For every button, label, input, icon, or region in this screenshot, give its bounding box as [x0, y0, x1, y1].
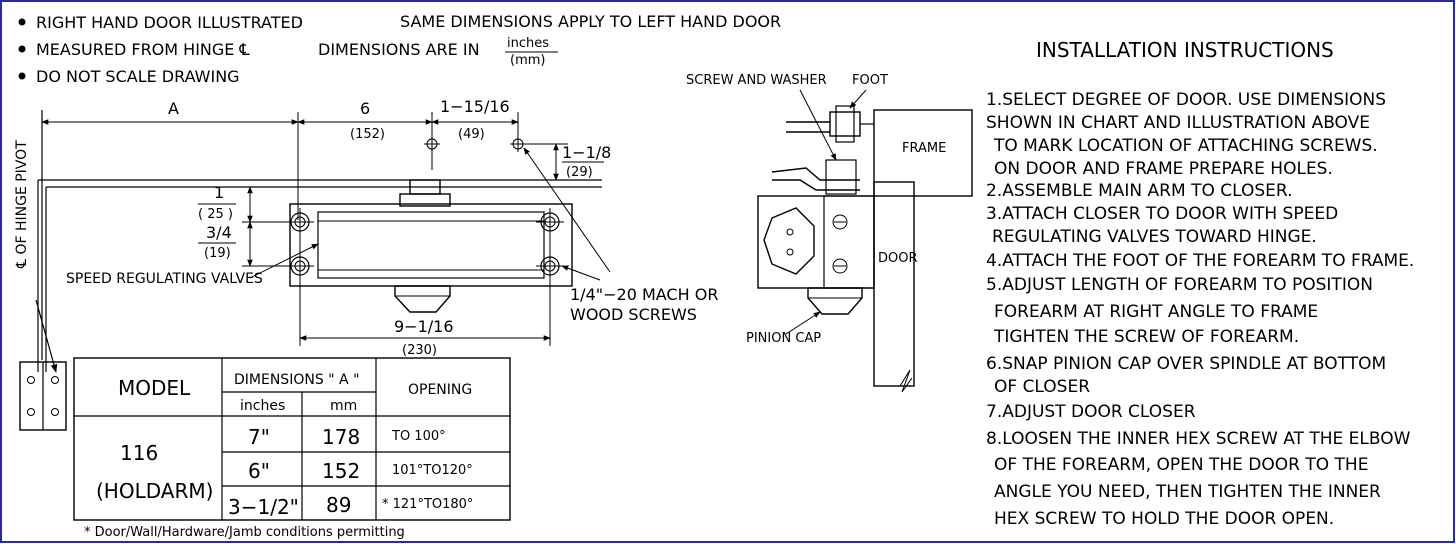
door-closer-front-view — [286, 179, 573, 313]
dimensions-table: MODEL DIMENSIONS " A " OPENING inches mm… — [73, 357, 511, 540]
units-note-mm: (mm) — [510, 53, 545, 68]
dim-1-15-16-mm: (49) — [458, 127, 485, 142]
hinge-symbol — [19, 361, 67, 431]
table-cell-inches: 7" — [248, 425, 270, 449]
pinion-cap-label: PINION CAP — [746, 331, 821, 346]
table-cell-opening: 101°TO120° — [392, 463, 473, 478]
instruction-line: FOREARM AT RIGHT ANGLE TO FRAME — [994, 302, 1318, 322]
instruction-line: 5.ADJUST LENGTH OF FOREARM TO POSITION — [986, 275, 1373, 295]
installation-instructions: INSTALLATION INSTRUCTIONS 1.SELECT DEGRE… — [986, 38, 1414, 529]
dim-1-15-16-in: 1−15/16 — [440, 97, 510, 116]
table-cell-mm: 178 — [322, 425, 360, 449]
dim-one-mm: ( 25 ) — [198, 207, 233, 222]
instruction-line: ANGLE YOU NEED, THEN TIGHTEN THE INNER — [994, 482, 1381, 502]
instructions-title: INSTALLATION INSTRUCTIONS — [1036, 38, 1334, 62]
note-do-not-scale: DO NOT SCALE DRAWING — [36, 67, 240, 86]
table-model-sub: (HOLDARM) — [96, 479, 213, 503]
table-mm-header: mm — [330, 398, 357, 414]
dimension-six: 6 (152) — [297, 99, 433, 170]
hinge-pivot-drawing: ℄ OF HINGE PIVOT — [14, 110, 602, 373]
frame-label: FRAME — [902, 141, 946, 156]
door-closer-side-view: SCREW AND WASHER FOOT FRAME DOOR — [686, 73, 973, 393]
instruction-line: 1.SELECT DEGREE OF DOOR. USE DIMENSIONS — [986, 90, 1386, 110]
instruction-line: 7.ADJUST DOOR CLOSER — [986, 402, 1196, 422]
instruction-line: 4.ATTACH THE FOOT OF THE FOREARM TO FRAM… — [986, 251, 1414, 271]
instruction-line: HEX SCREW TO HOLD THE DOOR OPEN. — [994, 509, 1334, 529]
table-opening-header: OPENING — [408, 382, 472, 398]
table-cell-mm: 89 — [326, 493, 351, 517]
instruction-line: TO MARK LOCATION OF ATTACHING SCREWS. — [993, 136, 1378, 156]
instruction-line: ON DOOR AND FRAME PREPARE HOLES. — [994, 159, 1333, 179]
dimension-1-1-8: 1−1/8 (29) — [524, 143, 611, 181]
units-note-inches: inches — [507, 36, 549, 51]
screw-top-right — [536, 208, 564, 236]
table-row: 3−1/2" 89 * 121°TO180° — [228, 493, 473, 519]
screw-washer-label: SCREW AND WASHER — [686, 73, 827, 88]
foot-label: FOOT — [852, 73, 888, 88]
dim-six-mm: (152) — [350, 127, 385, 142]
instruction-line: OF CLOSER — [994, 377, 1090, 397]
screws-label-line1: 1/4"−20 MACH OR — [570, 285, 718, 304]
table-model-header: MODEL — [118, 376, 191, 400]
note-bullet — [18, 18, 26, 26]
dim-three-quarter-in: 3/4 — [206, 223, 232, 242]
instruction-line: 8.LOOSEN THE INNER HEX SCREW AT THE ELBO… — [986, 429, 1411, 449]
table-model-value: 116 — [120, 441, 158, 465]
note-bullet — [18, 45, 26, 53]
table-cell-opening: TO 100° — [391, 429, 446, 444]
table-footnote: * Door/Wall/Hardware/Jamb conditions per… — [84, 525, 405, 540]
leader-lines: SPEED REGULATING VALVES 1/4"−20 MACH OR … — [66, 147, 718, 324]
note-same-dimensions: SAME DIMENSIONS APPLY TO LEFT HAND DOOR — [400, 12, 781, 31]
door-label: DOOR — [878, 251, 918, 266]
instruction-line: SHOWN IN CHART AND ILLUSTRATION ABOVE — [986, 113, 1370, 133]
instruction-line: 6.SNAP PINION CAP OVER SPINDLE AT BOTTOM — [986, 354, 1386, 374]
table-cell-inches: 6" — [248, 459, 270, 483]
screws-label-line2: WOOD SCREWS — [570, 305, 697, 324]
instruction-line: 2.ASSEMBLE MAIN ARM TO CLOSER. — [986, 181, 1293, 201]
dim-three-quarter-mm: (19) — [204, 246, 231, 261]
dim-nine-mm: (230) — [402, 343, 437, 358]
table-dims-header: DIMENSIONS " A " — [234, 372, 360, 388]
instruction-line: TIGHTEN THE SCREW OF FOREARM. — [993, 327, 1299, 347]
dim-six-in: 6 — [360, 99, 370, 118]
units-note-prefix: DIMENSIONS ARE IN — [318, 40, 480, 59]
instruction-line: OF THE FOREARM, OPEN THE DOOR TO THE — [994, 455, 1368, 475]
table-cell-opening: * 121°TO180° — [382, 497, 473, 512]
dim-1-1-8-in: 1−1/8 — [562, 143, 611, 162]
dim-a-label: A — [168, 99, 179, 118]
table-row: 7" 178 TO 100° — [248, 425, 446, 449]
dimension-nine: 9−1/16 (230) — [299, 236, 551, 358]
dim-nine-in: 9−1/16 — [394, 317, 454, 336]
table-inches-header: inches — [240, 398, 285, 414]
speed-valves-label: SPEED REGULATING VALVES — [66, 271, 263, 287]
table-cell-inches: 3−1/2" — [228, 495, 299, 519]
dim-one-in: 1 — [214, 183, 224, 202]
instruction-line: 3.ATTACH CLOSER TO DOOR WITH SPEED — [986, 204, 1338, 224]
table-cell-mm: 152 — [322, 459, 360, 483]
dimension-a: A — [41, 99, 299, 220]
dimension-vertical-offsets: 1 ( 25 ) 3/4 (19) — [198, 183, 300, 267]
dim-1-1-8-mm: (29) — [566, 165, 593, 180]
dimension-1-15-16: 1−15/16 (49) — [424, 97, 526, 152]
instruction-line: REGULATING VALVES TOWARD HINGE. — [992, 227, 1317, 247]
hinge-pivot-label: ℄ OF HINGE PIVOT — [14, 140, 30, 269]
note-right-hand: RIGHT HAND DOOR ILLUSTRATED — [36, 13, 303, 32]
notes-block: RIGHT HAND DOOR ILLUSTRATED MEASURED FRO… — [18, 12, 781, 86]
note-measured: MEASURED FROM HINGE ℄ — [36, 40, 250, 59]
note-bullet — [18, 72, 26, 80]
table-row: 6" 152 101°TO120° — [248, 459, 473, 483]
